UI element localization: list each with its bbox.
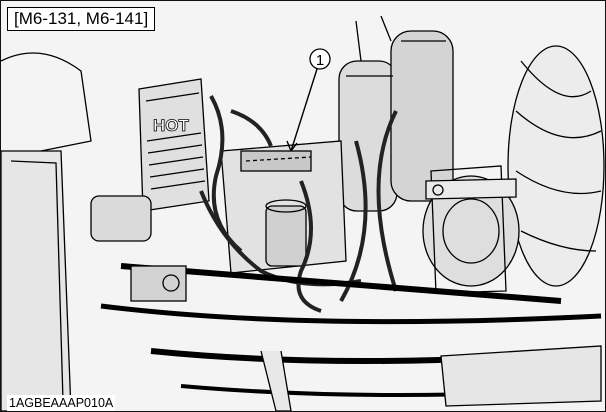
callout-number: 1 (316, 52, 324, 69)
callout-1: 1 (286, 48, 331, 152)
alternator (422, 165, 520, 294)
hot-heat-shield: HOT (138, 78, 210, 212)
fuel-filter-assembly (338, 15, 454, 212)
hot-label: HOT (153, 116, 190, 135)
starter-motor (90, 195, 187, 302)
model-label: [M6-131, M6-141] (7, 7, 156, 31)
left-cab-panel (1, 52, 92, 411)
engine-block (220, 140, 347, 274)
figure-code: 1AGBEAAAP010A (7, 395, 116, 411)
bottom-plate (440, 345, 602, 407)
mounting-bracket (425, 178, 517, 200)
radiator-fan (507, 45, 605, 287)
